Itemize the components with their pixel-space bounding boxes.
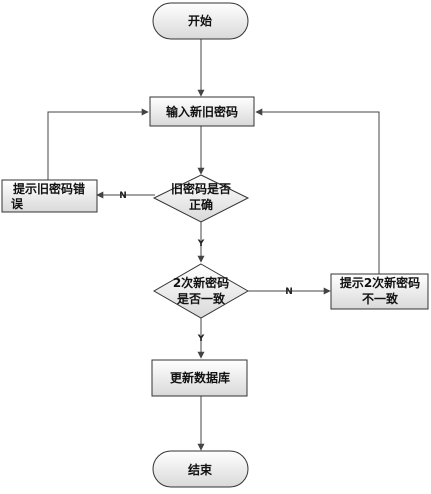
- error-old-label-line2: 误: [11, 197, 24, 211]
- update-process: 更新数据库: [151, 359, 248, 397]
- start-terminal: 开始: [152, 2, 249, 40]
- error-match-process: 提示2次新密码 不一致: [330, 273, 429, 310]
- input-process: 输入新旧密码: [149, 96, 255, 127]
- edge-label-yes-old: Y: [197, 239, 205, 249]
- input-label: 输入新旧密码: [166, 104, 238, 119]
- edge-error-match-back: [255, 108, 380, 274]
- edge-label-no-match: N: [285, 287, 293, 297]
- update-label: 更新数据库: [170, 370, 230, 385]
- check-match-label-line1: 2次新密码: [173, 275, 229, 290]
- check-match-label-line2: 是否一致: [176, 291, 226, 306]
- start-label: 开始: [188, 13, 212, 28]
- edge-label-no-old: N: [119, 191, 127, 201]
- edge-error-old-back: [47, 108, 149, 180]
- end-terminal: 结束: [152, 450, 249, 488]
- check-old-label-line2: 正确: [189, 197, 213, 212]
- end-label: 结束: [188, 462, 213, 477]
- edge-label-yes-match: Y: [197, 334, 205, 344]
- error-old-label-line1: 提示旧密码错: [13, 181, 85, 196]
- check-old-decision: 旧密码是否 正确: [152, 174, 250, 223]
- check-old-label-line1: 旧密码是否: [171, 181, 231, 196]
- error-match-label-line2: 不一致: [362, 291, 399, 306]
- error-match-label-line1: 提示2次新密码: [340, 275, 420, 290]
- error-old-process: 提示旧密码错 误: [1, 179, 98, 213]
- check-match-decision: 2次新密码 是否一致: [152, 263, 250, 319]
